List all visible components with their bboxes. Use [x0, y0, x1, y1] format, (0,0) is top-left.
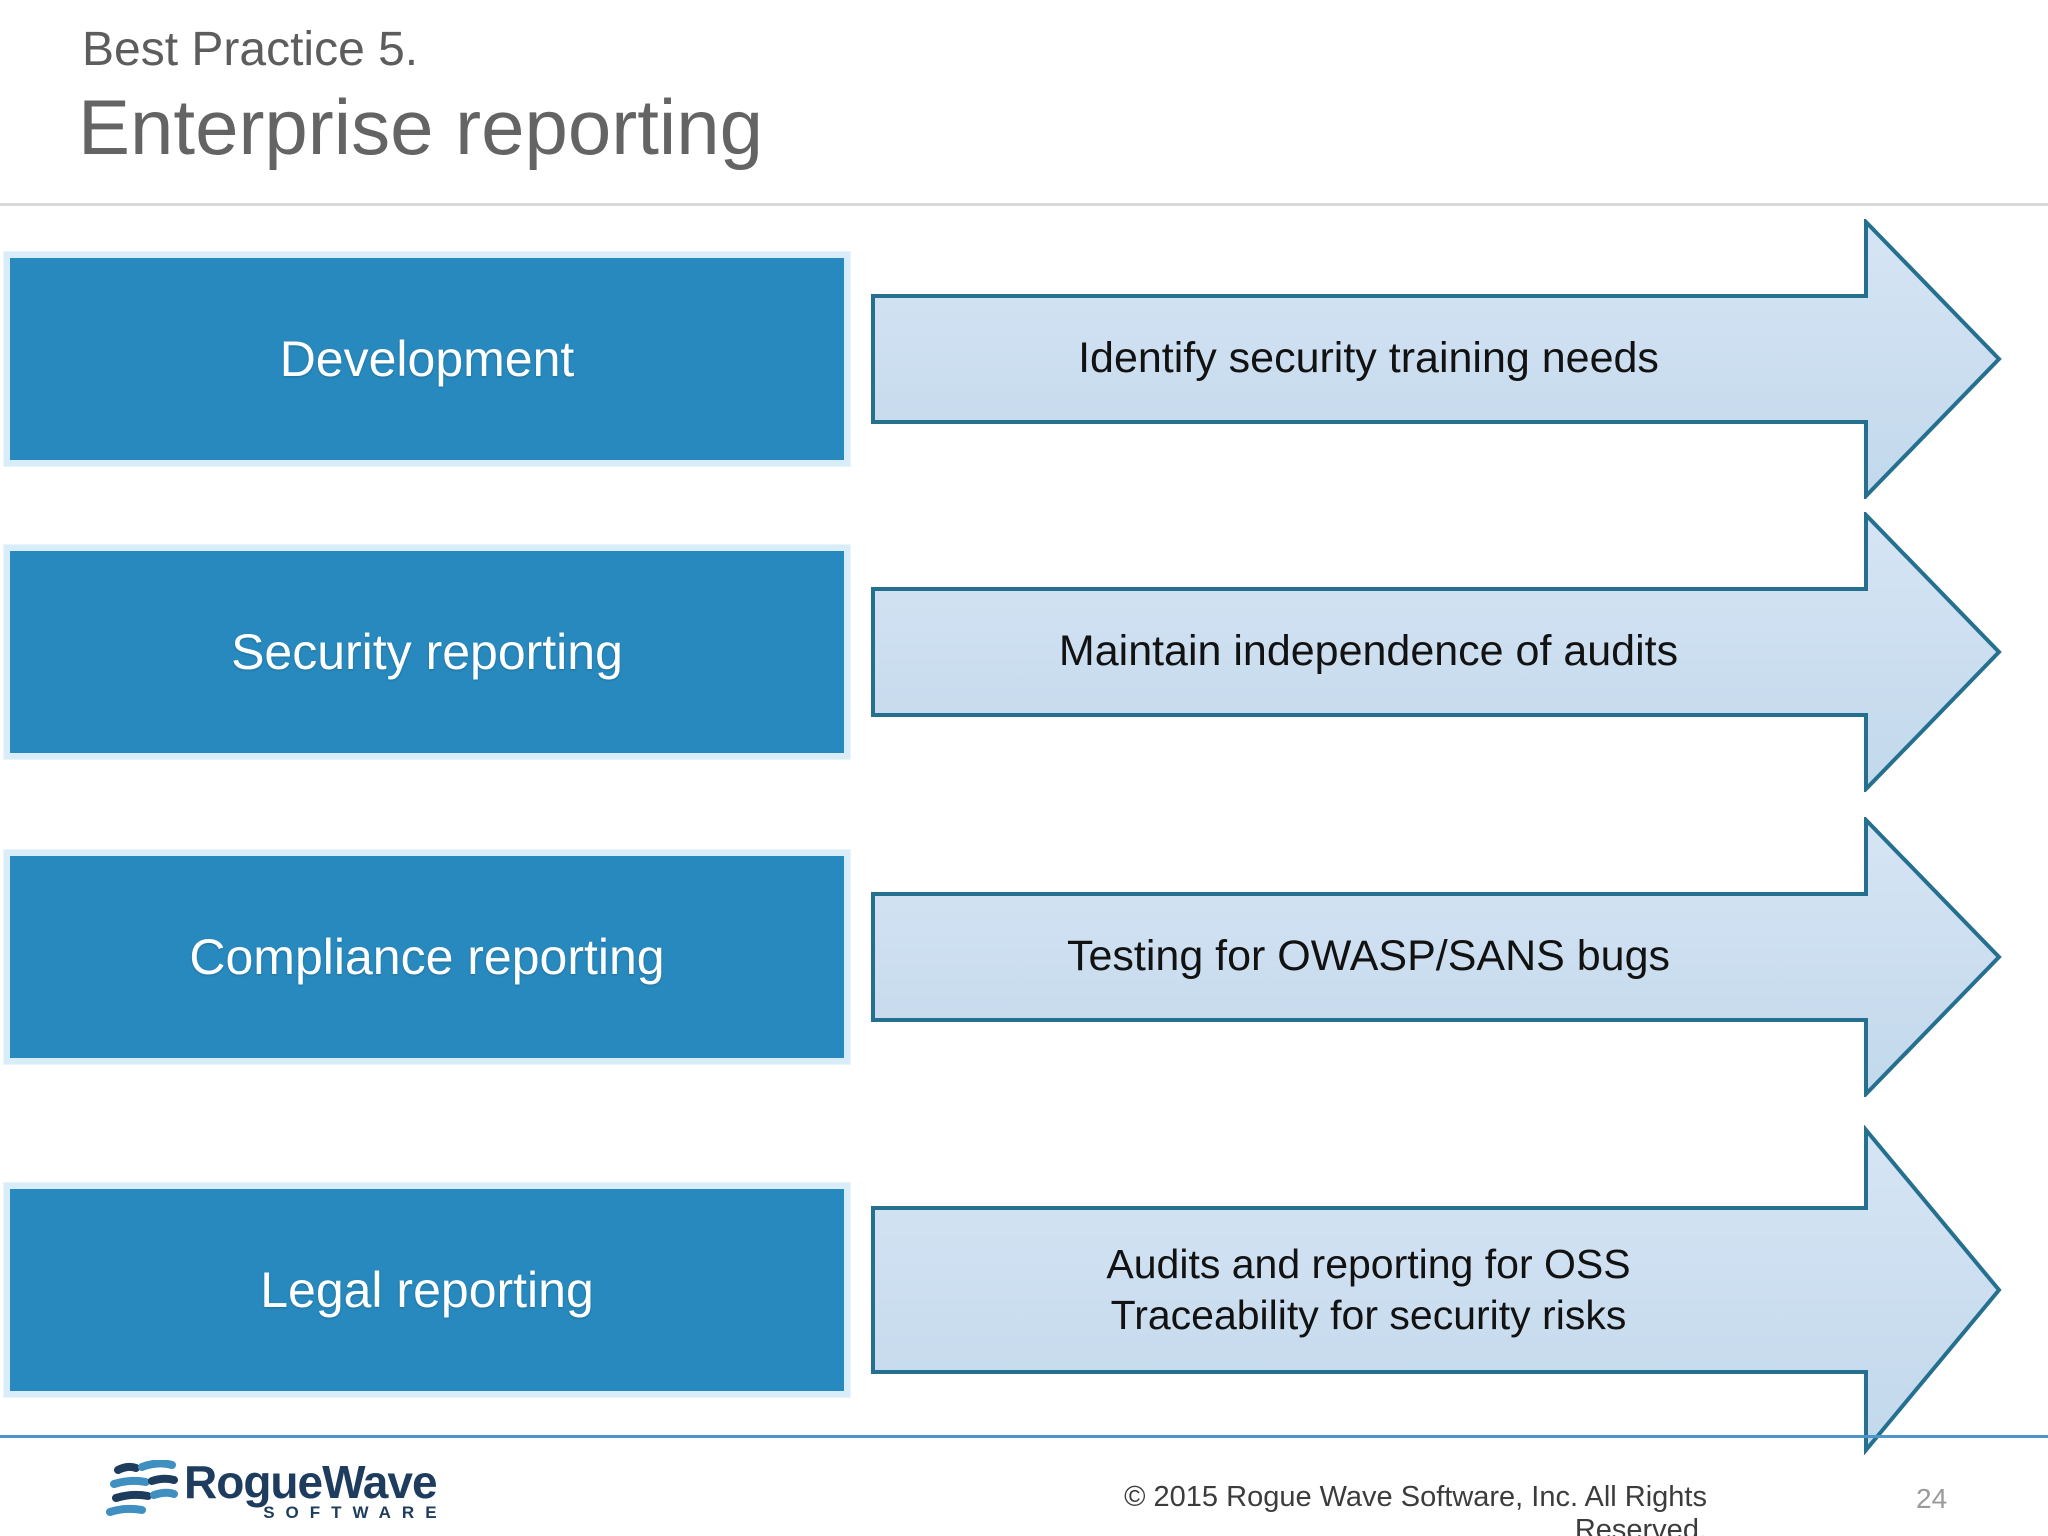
wave-lines-icon [106, 1460, 178, 1516]
category-box-label: Development [279, 331, 575, 387]
footer-divider [0, 1435, 2048, 1438]
category-box-security-reporting: Security reporting [3, 544, 851, 760]
arrow-label: Testing for OWASP/SANS bugs [871, 817, 1866, 1097]
arrow-label: Maintain independence of audits [871, 512, 1866, 792]
arrow-label-line: Identify security training needs [1078, 334, 1659, 383]
logo-text: RogueWave SOFTWARE [184, 1456, 438, 1523]
slide-kicker: Best Practice 5. [82, 23, 419, 76]
arrow-label-line: Testing for OWASP/SANS bugs [1066, 932, 1671, 981]
arrow-label-line: Audits and reporting for OSS [1106, 1240, 1631, 1287]
arrow-label: Audits and reporting for OSS Traceabilit… [871, 1125, 1866, 1455]
right-arrow-icon [871, 512, 2002, 792]
category-box-label: Legal reporting [260, 1262, 594, 1318]
right-arrow-icon [871, 1125, 2002, 1455]
header-divider [0, 203, 2048, 206]
logo-subtext: SOFTWARE [263, 1503, 448, 1523]
right-arrow-icon [871, 219, 2002, 499]
category-box-development: Development [3, 251, 851, 467]
logo-wordmark: RogueWave [184, 1456, 438, 1508]
copyright-text: © 2015 Rogue Wave Software, Inc. All Rig… [1124, 1481, 1707, 1536]
page-number: 24 [1916, 1483, 1948, 1514]
category-box-label: Compliance reporting [189, 929, 665, 985]
arrow-label: Identify security training needs [871, 219, 1866, 499]
category-box-label: Security reporting [231, 624, 623, 680]
arrow-label-line: Maintain independence of audits [1058, 627, 1679, 676]
rogue-wave-logo: RogueWave SOFTWARE [106, 1456, 438, 1523]
category-box-legal-reporting: Legal reporting [3, 1182, 851, 1398]
page-title: Enterprise reporting [78, 83, 764, 171]
arrow-label-line: Traceability for security risks [1110, 1292, 1627, 1338]
category-box-compliance-reporting: Compliance reporting [3, 849, 851, 1065]
right-arrow-icon [871, 817, 2002, 1097]
